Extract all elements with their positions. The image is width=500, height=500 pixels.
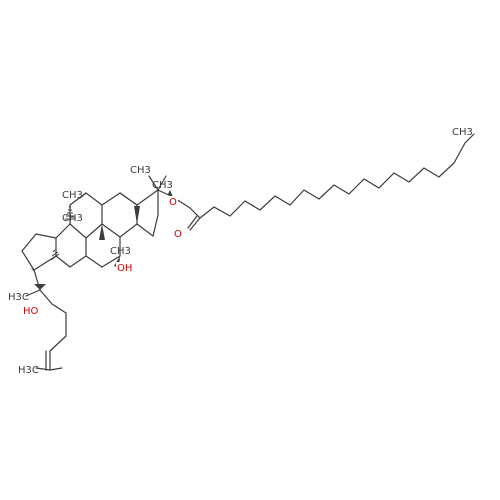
hydroxyl-label: OH (117, 263, 132, 274)
atom-labels: CH3 CH3 CH3 CH3 CH3 H3C H3C CH3 O O OH H… (8, 127, 473, 376)
stereo-hashes (50, 206, 75, 261)
ester-chain-bonds (172, 133, 475, 231)
methyl-label: CH3 (62, 190, 83, 201)
ring-d-bonds (21, 233, 57, 271)
carbonyl-oxygen-label: O (174, 229, 182, 240)
methyl-label: CH3 (452, 127, 473, 138)
hydroxyl-label: HO (23, 306, 39, 317)
ester-oxygen-label: O (169, 197, 177, 208)
side-chain-bonds (25, 269, 67, 371)
methyl-label: CH3 (130, 165, 151, 176)
methyl-label: H3C (18, 365, 39, 376)
methyl-label: CH3 (62, 213, 83, 224)
methyl-label: CH3 (110, 246, 131, 257)
methyl-label: CH3 (152, 180, 173, 191)
methyl-stub-bonds (79, 175, 167, 199)
methyl-label: H3C (8, 292, 29, 303)
